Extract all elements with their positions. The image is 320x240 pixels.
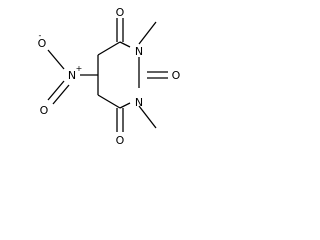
charge-label-n-nitro-plus: + — [76, 64, 83, 73]
atom-label-o-bottom: O — [116, 134, 125, 147]
atom-label-o-nitro-lower: O — [40, 104, 49, 117]
atom-label-n-top-right: N — [135, 45, 143, 58]
bond-c2-n3 — [119, 102, 131, 109]
atom-label-o-nitro-upper: O — [38, 37, 47, 50]
atom-label-o-right: O — [172, 69, 181, 82]
molecule-structure-diagram: O N O N O N + O - O — [38, 6, 181, 147]
bond-c5-n1 — [119, 41, 131, 48]
atom-label-o-top: O — [116, 6, 125, 19]
atom-label-n-bottom-right: N — [135, 96, 143, 109]
bond-c4-c5 — [97, 41, 121, 56]
bond-n3-c6 — [97, 94, 121, 109]
bond-nitro-o-lower-a — [47, 80, 65, 101]
bond-nitro-o-lower-b — [52, 84, 70, 105]
charge-label-o-nitro-upper-minus: - — [39, 31, 42, 40]
bond-nitro-o-upper — [47, 49, 65, 70]
atom-label-n-nitro: N — [68, 69, 76, 82]
bond-methyl-bottom — [138, 105, 157, 129]
bond-methyl-top — [138, 21, 157, 45]
